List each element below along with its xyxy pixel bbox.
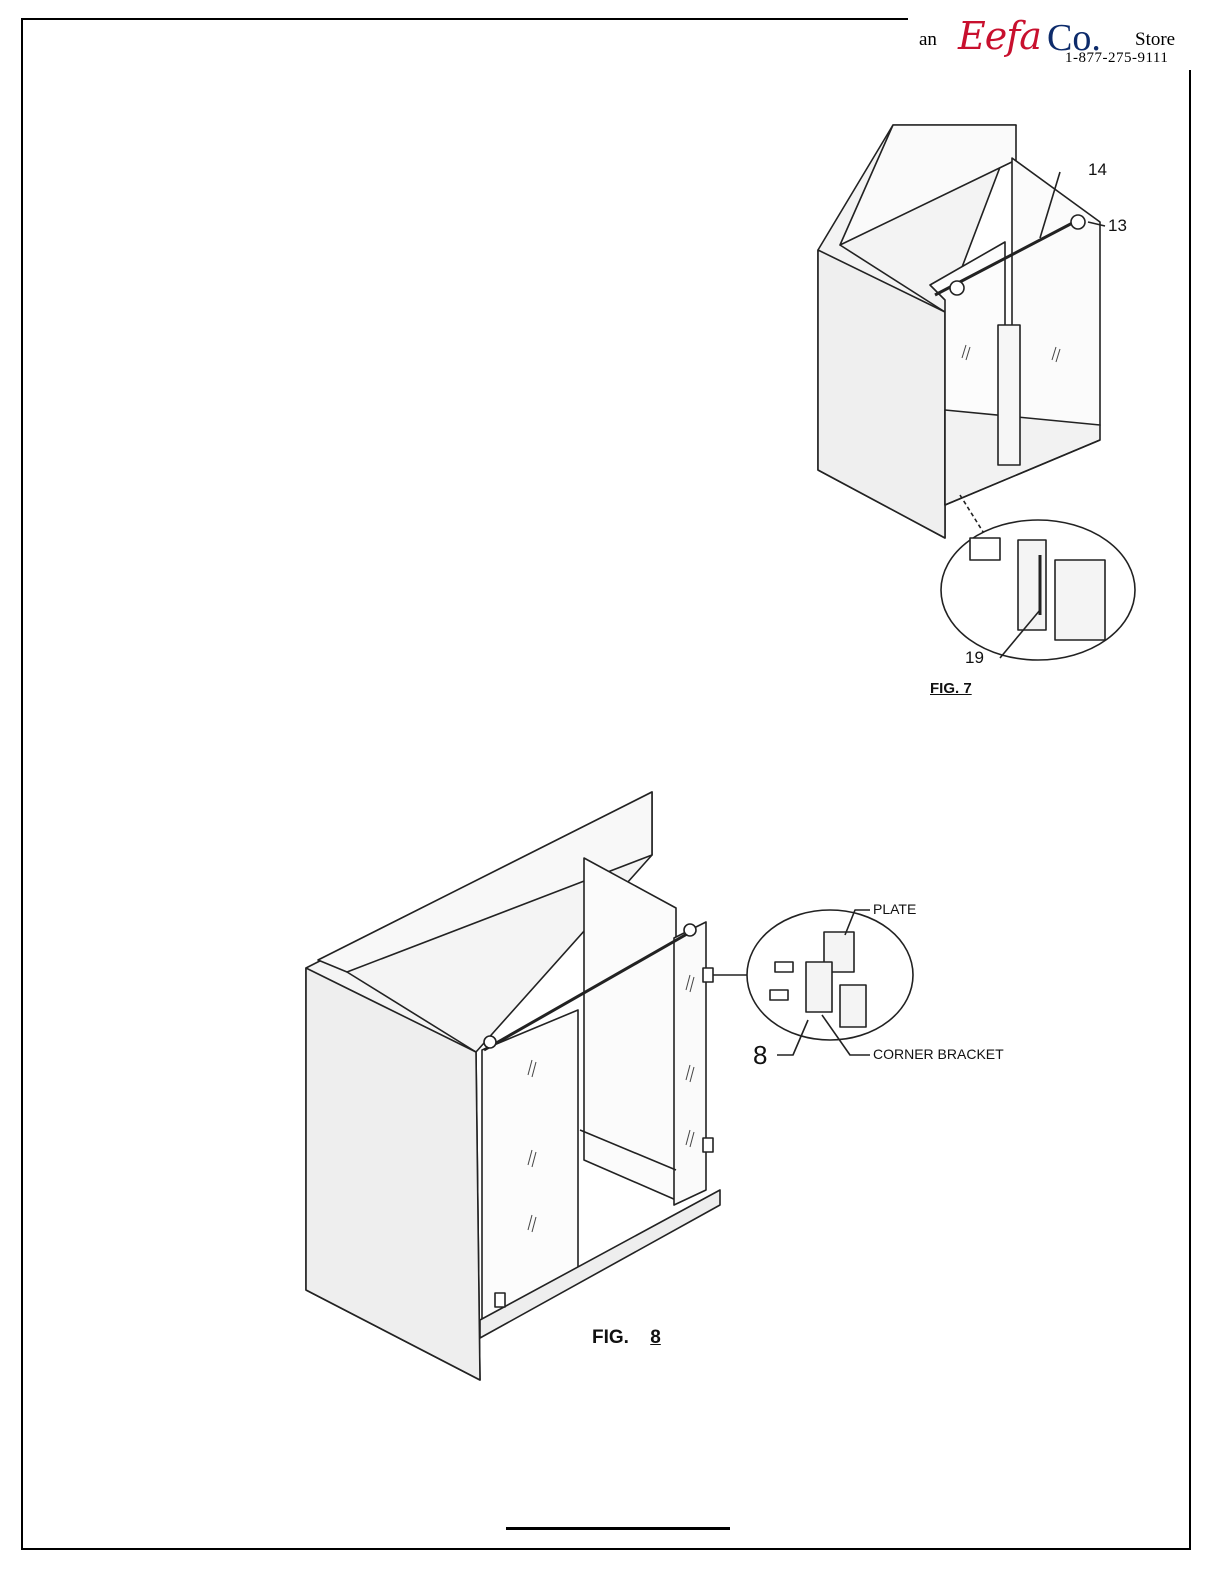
fig8-detail-plate-cover [840, 985, 866, 1027]
fig8-caption-number: 8 [650, 1327, 661, 1348]
fig8-rail-bracket-left [484, 1036, 496, 1048]
fig8-detail-screw-1 [775, 962, 793, 972]
fig8-return-glass [584, 858, 676, 1200]
fig8-detail-corner-bracket [806, 962, 832, 1012]
fig7-callout-13: 13 [1108, 216, 1127, 236]
fig8-corner-bracket-top [703, 968, 713, 982]
fig8-fixed-glass [674, 922, 706, 1205]
fig8-corner-bracket-label: CORNER BRACKET [873, 1046, 1004, 1062]
fig8-caption-prefix: FIG. [592, 1327, 629, 1348]
fig8-rail-bracket-right [684, 924, 696, 936]
fig8-caption: FIG. 8 [592, 1327, 661, 1349]
fig8-callout-8: 8 [753, 1040, 767, 1071]
fig7-callout-14: 14 [1088, 160, 1107, 180]
fig7-caption: FIG. 7 [930, 680, 972, 697]
fig8-detail-screw-2 [770, 990, 788, 1000]
fig8-sliding-glass [482, 1010, 578, 1320]
fig8-corner-bracket-bottom [703, 1138, 713, 1152]
fig8-floor-bracket [495, 1293, 505, 1307]
fig7-callout-19: 19 [965, 648, 984, 668]
fig8-plate-label: PLATE [873, 901, 916, 917]
